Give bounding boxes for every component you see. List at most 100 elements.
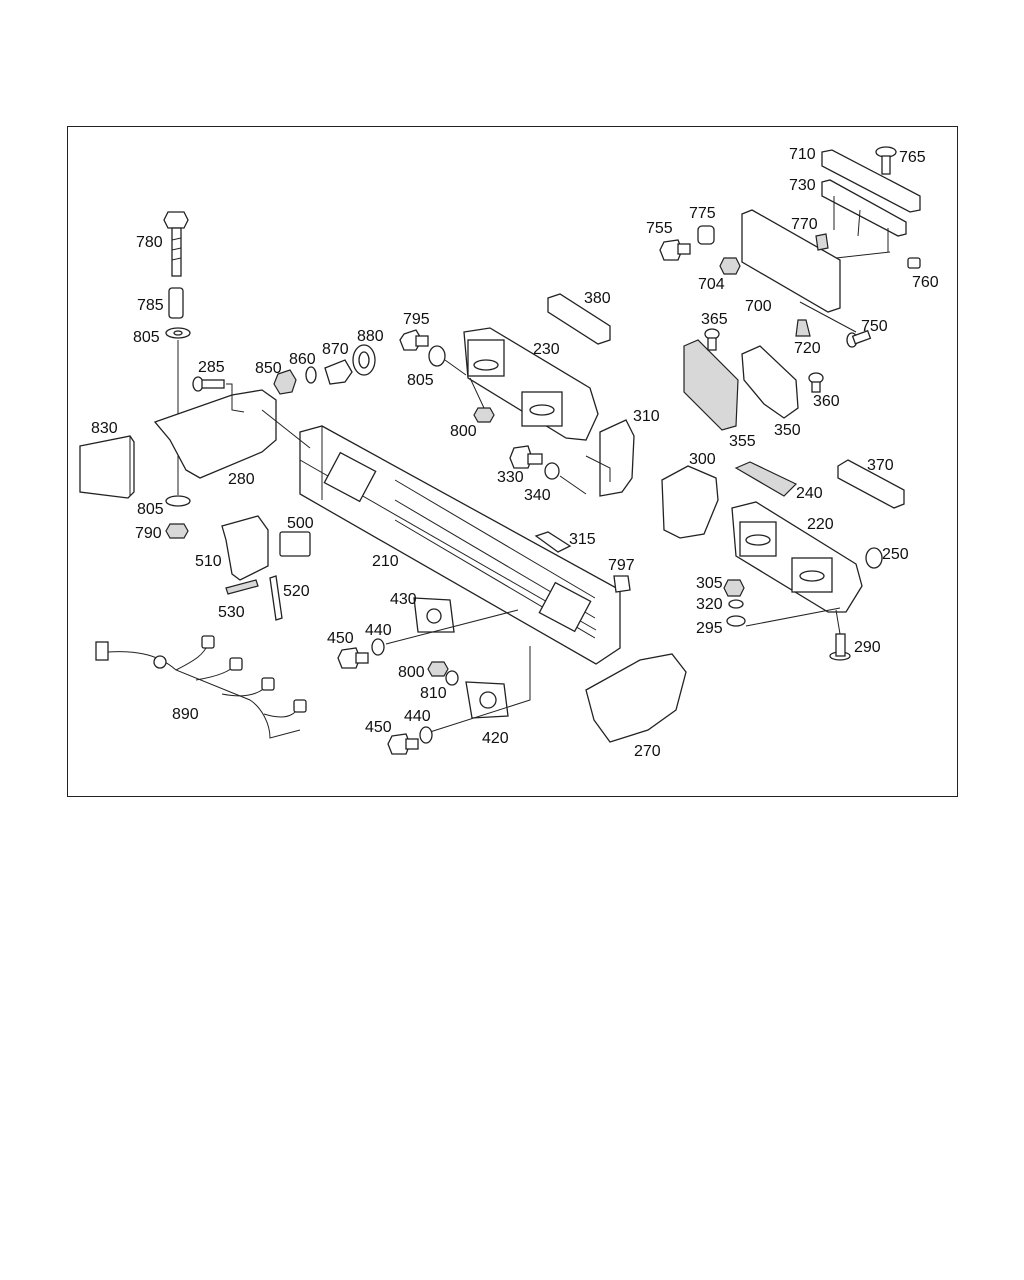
washer-340 [544, 462, 560, 480]
screw-765 [875, 146, 897, 175]
label-355: 355 [729, 433, 756, 450]
label-775: 775 [689, 205, 716, 222]
washer-440-bottom [419, 726, 433, 744]
label-295: 295 [696, 620, 723, 637]
label-340: 340 [524, 487, 551, 504]
label-880: 880 [357, 328, 384, 345]
label-270: 270 [634, 743, 661, 760]
screw-365 [704, 328, 720, 351]
label-330: 330 [497, 469, 524, 486]
nut-305 [723, 579, 745, 597]
nut-800-bottom [427, 661, 449, 677]
label-790: 790 [135, 525, 162, 542]
label-810: 810 [420, 685, 447, 702]
bracket-230 [463, 327, 599, 441]
label-210: 210 [372, 553, 399, 570]
label-420: 420 [482, 730, 509, 747]
nut-790 [165, 523, 189, 539]
end-cap-300 [661, 465, 719, 539]
plate-holder-700 [741, 209, 841, 313]
label-520: 520 [283, 583, 310, 600]
spring-530 [225, 579, 259, 595]
grommet-880 [352, 344, 376, 376]
label-510: 510 [195, 553, 222, 570]
washer-440-top [371, 638, 385, 656]
label-795: 795 [403, 311, 430, 328]
label-290: 290 [854, 639, 881, 656]
clip-797 [613, 575, 631, 593]
washer-805-bottom [165, 495, 191, 507]
bushing-775 [697, 225, 715, 245]
screw-750 [846, 329, 872, 348]
part-labels: 710 765 730 755 775 770 780 704 760 700 … [91, 146, 939, 760]
label-860: 860 [289, 351, 316, 368]
clip-720 [795, 319, 811, 337]
label-450-top: 450 [327, 630, 354, 647]
cover-500 [279, 531, 311, 557]
label-430: 430 [390, 591, 417, 608]
label-305: 305 [696, 575, 723, 592]
label-785: 785 [137, 297, 164, 314]
strip-370 [837, 459, 905, 509]
bolt-450-top [337, 647, 369, 669]
label-700: 700 [745, 298, 772, 315]
label-230: 230 [533, 341, 560, 358]
label-805-mid: 805 [407, 372, 434, 389]
label-890: 890 [172, 706, 199, 723]
bolt-795 [399, 329, 429, 351]
label-360: 360 [813, 393, 840, 410]
bracket-220 [731, 501, 863, 613]
screw-285 [192, 376, 225, 392]
parts-layer [79, 146, 921, 755]
label-750: 750 [861, 318, 888, 335]
label-780: 780 [136, 234, 163, 251]
screw-360 [808, 372, 824, 393]
bracket-510 [221, 515, 269, 581]
label-850: 850 [255, 360, 282, 377]
grille-355 [683, 339, 739, 431]
screw-760 [907, 257, 921, 269]
bracket-830 [79, 435, 135, 499]
label-350: 350 [774, 422, 801, 439]
label-760: 760 [912, 274, 939, 291]
clip-870 [324, 359, 353, 385]
washer-295 [726, 615, 746, 627]
label-380: 380 [584, 290, 611, 307]
end-cap-280 [153, 389, 277, 479]
label-500: 500 [287, 515, 314, 532]
label-800-top: 800 [450, 423, 477, 440]
bolt-330 [509, 445, 543, 469]
label-770: 770 [791, 216, 818, 233]
label-280: 280 [228, 471, 255, 488]
label-805-top: 805 [133, 329, 160, 346]
ring-860 [305, 366, 317, 384]
label-220: 220 [807, 516, 834, 533]
label-365: 365 [701, 311, 728, 328]
pad-315 [534, 531, 572, 553]
label-530: 530 [218, 604, 245, 621]
washer-805-mid [428, 345, 446, 367]
label-440-top: 440 [365, 622, 392, 639]
label-450-bottom: 450 [365, 719, 392, 736]
label-300: 300 [689, 451, 716, 468]
label-730: 730 [789, 177, 816, 194]
label-797: 797 [608, 557, 635, 574]
sleeve-785 [168, 287, 184, 319]
bolt-755 [659, 239, 691, 261]
label-765: 765 [899, 149, 926, 166]
pin-520 [269, 575, 283, 621]
washer-320 [728, 599, 744, 609]
bracket-730 [821, 179, 907, 237]
gasket-770 [815, 233, 829, 251]
bolt-290 [829, 633, 851, 661]
label-830: 830 [91, 420, 118, 437]
grommet-250 [865, 547, 883, 569]
label-370: 370 [867, 457, 894, 474]
label-250: 250 [882, 546, 909, 563]
cap-850 [273, 369, 297, 395]
wiring-harness-890 [95, 635, 307, 739]
strip-380 [547, 293, 611, 345]
label-870: 870 [322, 341, 349, 358]
label-285: 285 [198, 359, 225, 376]
